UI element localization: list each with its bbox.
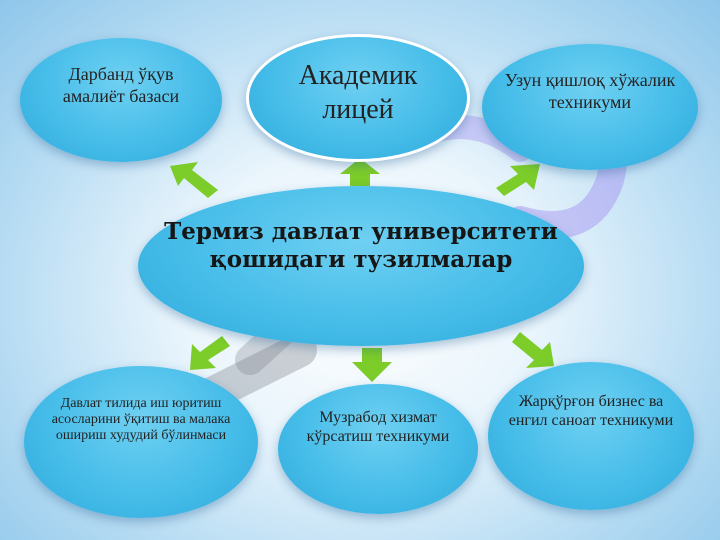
node-state-language: Давлат тилида иш юритиш асосларини ўқити…	[24, 366, 258, 518]
arrow-to-bottom-left	[190, 336, 230, 370]
center-node: Термиз давлат университети қошидаги тузи…	[138, 186, 584, 346]
node-jarkurgan: Жарқўрғон бизнес ва енгил саноат технику…	[488, 362, 694, 510]
node-muzrabod-label: Музрабод хизмат кўрсатиш техникуми	[306, 409, 450, 446]
node-academic-lyceum: Академик лицей	[246, 34, 470, 162]
node-academic-lyceum-label: Академик лицей	[298, 60, 418, 125]
node-darband: Дарбанд ўқув амалиёт базаси	[20, 38, 222, 162]
node-uzun: Узун қишлоқ хўжалик техникуми	[482, 44, 698, 170]
node-darband-label: Дарбанд ўқув амалиёт базаси	[62, 64, 180, 106]
arrow-to-top	[340, 158, 380, 186]
arrow-to-top-right	[496, 164, 540, 196]
arrow-to-bottom-right	[512, 332, 554, 368]
arrow-to-bottom-middle	[352, 348, 392, 382]
arrow-to-top-left	[170, 162, 218, 198]
node-jarkurgan-label: Жарқўрғон бизнес ва енгил саноат технику…	[508, 393, 674, 430]
center-node-label: Термиз давлат университети қошидаги тузи…	[164, 218, 558, 273]
node-muzrabod: Музрабод хизмат кўрсатиш техникуми	[278, 384, 478, 514]
node-uzun-label: Узун қишлоқ хўжалик техникуми	[504, 70, 676, 112]
node-state-language-label: Давлат тилида иш юритиш асосларини ўқити…	[51, 396, 231, 444]
